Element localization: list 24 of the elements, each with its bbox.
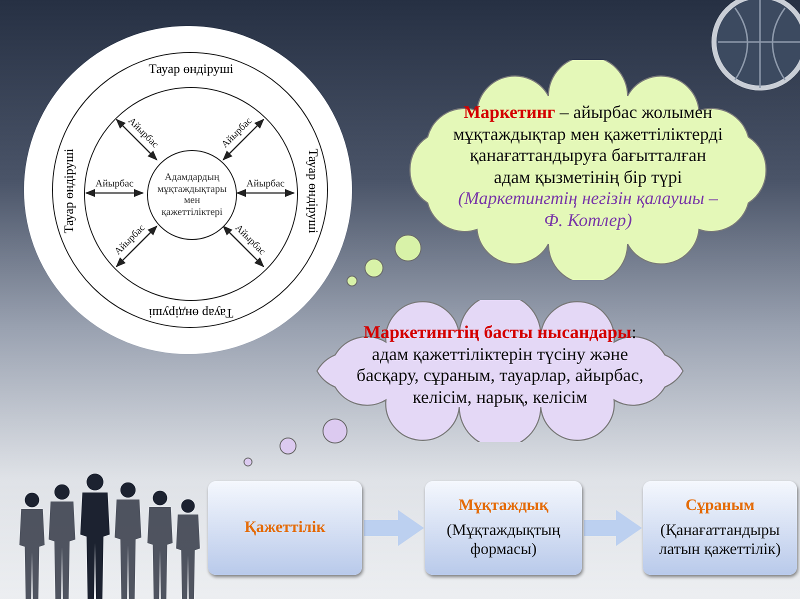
block-arrow [364,510,424,546]
ring-label: Тауар өндіруші [61,148,77,234]
card-note: (Қанағаттандыры латын қажеттілік) [658,520,782,560]
edge-label: Айырбас [246,178,285,190]
definition-text: Маркетинг – айырбас жолымен мұқтаждықтар мен қажеттіліктерді қанағаттандыруға бағытталған адам қызметінің бір түрі (Маркетингтің негізін қалаушы – Ф. Котлер) [453,102,723,232]
double-arrow [85,189,144,197]
card-title: Қажеттілік [244,519,326,537]
double-arrow [116,118,158,160]
double-arrow [236,189,295,197]
ring-label: Тауар өндіруші [148,305,234,321]
ring-label: Тауар өндіруші [148,61,234,77]
block-arrow [584,510,642,546]
definition-text: Маркетингтің басты нысандары: адам қажеттіліктерін түсіну және басқару, сұраным, тауарлар, айырбас, келісім, нарық, келісім [356,322,644,408]
concept-card [208,481,362,575]
edge-label: Айырбас [95,178,134,190]
concept-card [425,481,582,575]
double-arrow [116,226,158,268]
card-title: Мұқтаждық [458,496,548,515]
ring-label: Тауар өндіруші [305,148,321,234]
card-title: Сұраным [685,496,755,515]
card-note: (Мұқтаждықтың формасы) [446,520,562,560]
double-arrow [222,226,264,268]
double-arrow [222,118,264,160]
concept-card [643,481,797,575]
